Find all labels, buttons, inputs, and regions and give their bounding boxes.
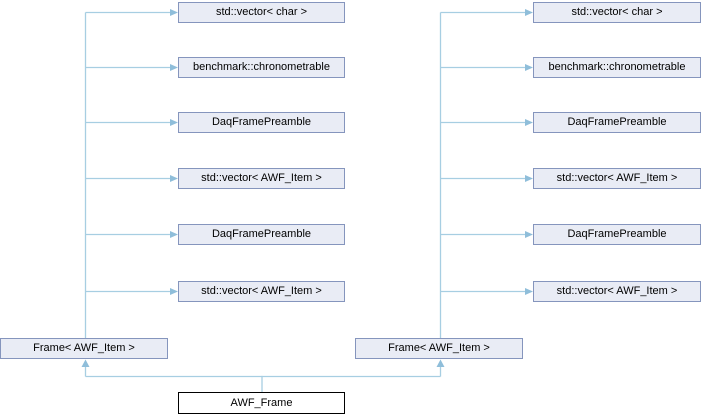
node-right-daqframepreamble-2[interactable]: DaqFramePreamble xyxy=(533,224,701,245)
right-usage-edges xyxy=(439,9,533,338)
up-arrow-icon xyxy=(81,359,90,367)
node-awf-frame-main: AWF_Frame xyxy=(178,392,345,414)
right-arrow-icon xyxy=(170,231,178,238)
node-right-std-vector-awf-item-1[interactable]: std::vector< AWF_Item > xyxy=(533,168,701,189)
node-right-std-vector-awf-item-2[interactable]: std::vector< AWF_Item > xyxy=(533,281,701,302)
node-left-daqframepreamble-1[interactable]: DaqFramePreamble xyxy=(178,112,345,133)
node-right-benchmark-chronometrable[interactable]: benchmark::chronometrable xyxy=(533,57,701,78)
right-arrow-icon xyxy=(525,64,533,71)
node-frame-awf-item-right[interactable]: Frame< AWF_Item > xyxy=(355,338,523,359)
node-left-daqframepreamble-2[interactable]: DaqFramePreamble xyxy=(178,224,345,245)
inheritance-edges xyxy=(81,359,445,392)
right-arrow-icon xyxy=(170,175,178,182)
right-arrow-icon xyxy=(170,288,178,295)
right-arrow-icon xyxy=(170,119,178,126)
right-arrow-icon xyxy=(170,64,178,71)
up-arrow-icon xyxy=(436,359,445,367)
right-arrow-icon xyxy=(525,231,533,238)
right-arrow-icon xyxy=(525,175,533,182)
node-frame-awf-item-left[interactable]: Frame< AWF_Item > xyxy=(0,338,168,359)
node-right-daqframepreamble-1[interactable]: DaqFramePreamble xyxy=(533,112,701,133)
node-left-std-vector-char[interactable]: std::vector< char > xyxy=(178,2,345,23)
right-arrow-icon xyxy=(525,288,533,295)
right-arrow-icon xyxy=(170,9,178,16)
node-left-std-vector-awf-item-1[interactable]: std::vector< AWF_Item > xyxy=(178,168,345,189)
left-usage-edges xyxy=(84,9,178,338)
node-left-std-vector-awf-item-2[interactable]: std::vector< AWF_Item > xyxy=(178,281,345,302)
right-arrow-icon xyxy=(525,119,533,126)
node-right-std-vector-char[interactable]: std::vector< char > xyxy=(533,2,701,23)
node-left-benchmark-chronometrable[interactable]: benchmark::chronometrable xyxy=(178,57,345,78)
right-arrow-icon xyxy=(525,9,533,16)
